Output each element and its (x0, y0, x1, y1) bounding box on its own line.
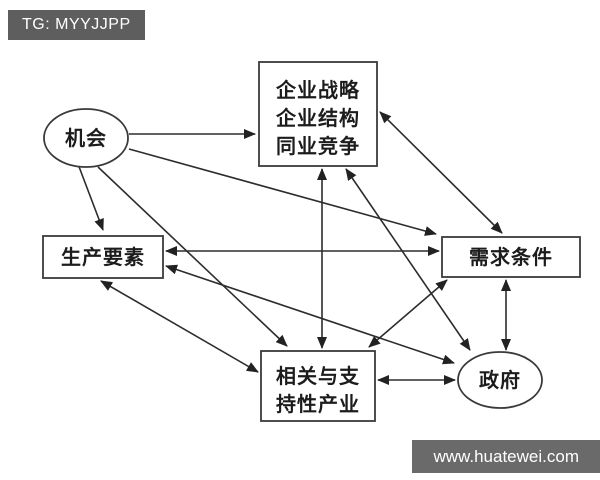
node-related: 相关与支 持性产业 (260, 350, 376, 422)
factors-box (42, 235, 164, 279)
factors-label: 生产要素 (61, 245, 145, 269)
related-box (260, 350, 376, 422)
arrow-opportunity-to-factors (77, 163, 104, 231)
edges-group (77, 111, 511, 385)
related-label-line2: 持性产业 (276, 392, 360, 416)
strategy-label-line2: 企业结构 (275, 106, 360, 130)
opportunity-label: 机会 (65, 126, 107, 150)
website-watermark-badge: www.huatewei.com (412, 440, 600, 473)
arrow-demand-related (368, 279, 448, 348)
demand-box (441, 236, 581, 278)
strategy-label-line1: 企业战略 (275, 78, 360, 102)
government-label: 政府 (479, 368, 521, 392)
related-label-line1: 相关与支 (276, 364, 360, 388)
node-demand: 需求条件 (441, 236, 581, 278)
tg-watermark-badge: TG: MYYJJPP (8, 10, 145, 40)
government-ellipse (457, 351, 543, 409)
strategy-label-line3: 同业竞争 (276, 134, 360, 158)
arrow-factors-government (165, 264, 455, 365)
strategy-box (258, 61, 378, 167)
node-factors: 生产要素 (42, 235, 164, 279)
nodes-group: 机会 企业战略 企业结构 同业竞争 生产要素 需求条件 相关与支 持性产业 (42, 61, 581, 422)
arrow-factors-related (100, 280, 259, 373)
node-strategy: 企业战略 企业结构 同业竞争 (258, 61, 378, 167)
opportunity-ellipse (43, 108, 129, 168)
arrow-strategy-demand (379, 111, 503, 234)
node-opportunity: 机会 (43, 108, 129, 168)
demand-label: 需求条件 (469, 245, 553, 269)
node-government: 政府 (457, 351, 543, 409)
